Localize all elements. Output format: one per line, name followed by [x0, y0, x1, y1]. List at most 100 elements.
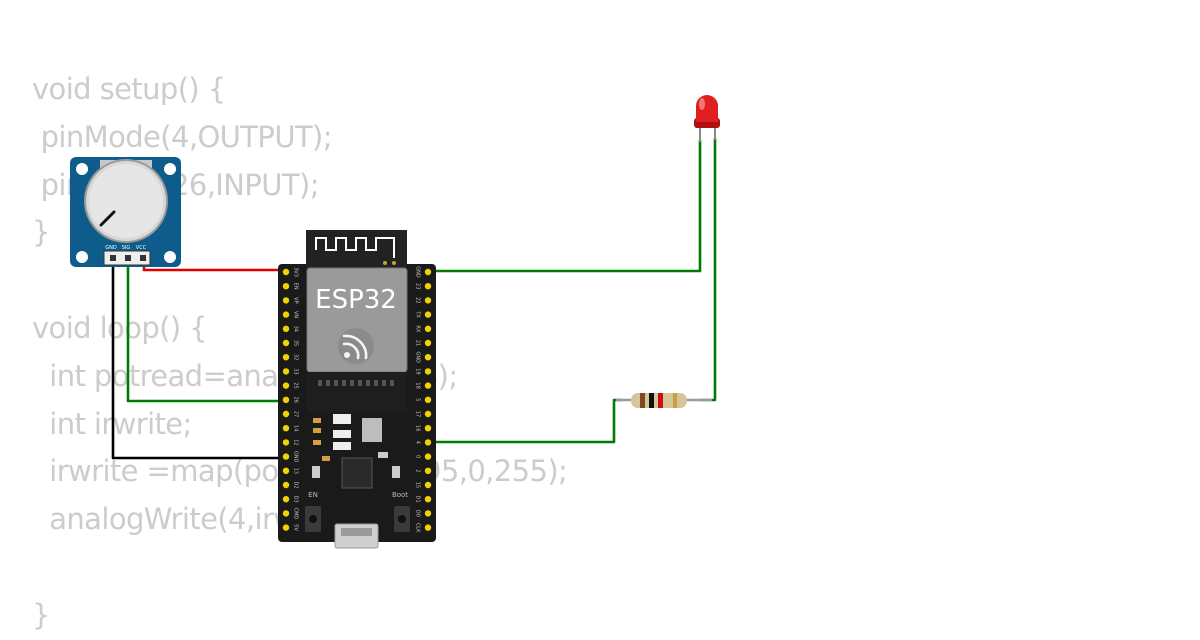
en-label: EN — [308, 491, 318, 499]
esp32-pin-left-25[interactable] — [282, 382, 290, 389]
esp32-pin-left-35[interactable] — [282, 339, 290, 347]
led-highlight — [699, 98, 705, 110]
esp32-pin-right-23[interactable] — [424, 283, 432, 290]
esp32-pin-right-18[interactable] — [424, 382, 432, 389]
esp32-pin-label-right: 4 — [415, 441, 421, 444]
esp32-pin-left-d2[interactable] — [282, 481, 290, 489]
esp32-pin-right-2[interactable] — [424, 467, 432, 474]
pot-mount-hole — [76, 163, 88, 175]
esp32-pin-right-d1[interactable] — [424, 496, 432, 503]
code-line-6: void loop() { — [32, 310, 208, 345]
esp32-pin-left-12[interactable] — [282, 439, 290, 446]
esp32-pin-left-32[interactable] — [282, 354, 290, 361]
pot-mount-hole — [164, 163, 176, 175]
resistor-band — [649, 393, 654, 408]
esp32-pin-label-right: GND — [415, 266, 421, 278]
boot-button-cap[interactable] — [398, 515, 406, 523]
voltage-regulator — [362, 418, 382, 442]
esp32-pin-left-en[interactable] — [282, 283, 290, 290]
esp32-pin-right-clk[interactable] — [424, 524, 432, 531]
pot-pin-gnd[interactable] — [110, 255, 116, 261]
esp32-pin-label-left: 34 — [293, 326, 299, 332]
wire-sig-gpio26[interactable] — [126, 258, 287, 403]
esp32-pin-left-cmd[interactable] — [282, 510, 290, 517]
pot-pin-sig[interactable] — [125, 255, 131, 261]
pot-knob[interactable] — [89, 164, 163, 238]
smd-cap — [312, 466, 320, 478]
esp32-pin-label-right: 2 — [415, 469, 421, 472]
esp32-pin-right-d0[interactable] — [424, 510, 432, 517]
esp32-pin-label-right: 16 — [415, 425, 421, 431]
esp32-pin-label-right: 22 — [415, 297, 421, 303]
esp32-pin-right-15[interactable] — [424, 481, 432, 489]
esp32-pin-right-19[interactable] — [424, 368, 432, 375]
esp32-pin-label-right: 18 — [415, 382, 421, 388]
esp32-label: ESP32 — [315, 285, 397, 315]
wire-gpio4-resistor[interactable] — [428, 398, 622, 444]
smd-chip — [333, 442, 351, 450]
esp32-pin-right-21[interactable] — [424, 339, 432, 347]
pot-mount-hole — [76, 251, 88, 263]
smd-chip — [333, 430, 351, 438]
smd-cap — [378, 452, 388, 458]
resistor-band — [658, 393, 663, 408]
esp32-pin-left-5v[interactable] — [282, 524, 290, 531]
pot-mount-hole — [164, 251, 176, 263]
pot-knob-indicator — [99, 210, 116, 227]
esp32-pin-left-gnd[interactable] — [282, 453, 290, 460]
led[interactable] — [694, 95, 720, 142]
esp32-pin-label-right: 21 — [415, 340, 421, 346]
pot-pin-vcc[interactable] — [140, 255, 146, 261]
esp32-pin-left-27[interactable] — [282, 410, 290, 418]
smd-resistor — [322, 456, 330, 461]
wire-gnd-led-cathode[interactable] — [428, 140, 702, 273]
potentiometer[interactable]: GND SIG VCC — [70, 157, 181, 267]
code-line-12: } — [32, 597, 50, 632]
esp32-pin-right-17[interactable] — [424, 410, 432, 418]
esp32-pin-label-left: CMD — [293, 508, 299, 520]
esp32-module-pads — [307, 372, 407, 412]
esp32-pin-label-left: 12 — [293, 439, 299, 445]
esp32-pin-label-right: 0 — [415, 455, 421, 458]
esp32-pin-label-right: 17 — [415, 411, 421, 417]
en-button-cap[interactable] — [309, 515, 317, 523]
esp32-pin-left-vp[interactable] — [282, 297, 290, 304]
usb-port-inner — [341, 528, 372, 536]
esp32-pin-left-13[interactable] — [282, 467, 290, 474]
boot-label: Boot — [392, 491, 408, 499]
esp32-pin-right-0[interactable] — [424, 453, 432, 460]
resistor-band — [673, 393, 677, 408]
smd-chip — [333, 414, 351, 424]
esp32-pin-right-tx[interactable] — [424, 311, 432, 318]
led-dome — [696, 95, 718, 122]
wire-gnd-gnd[interactable] — [111, 258, 287, 460]
esp32-pin-label-right: CLK — [415, 523, 421, 533]
esp32-pin-label-left: 27 — [293, 411, 299, 417]
esp32-pin-right-rx[interactable] — [424, 325, 432, 332]
esp32-pin-label-left: 35 — [293, 340, 299, 346]
esp32-pin-label-right: D1 — [415, 496, 421, 503]
esp32-pin-left-3v3[interactable] — [282, 268, 290, 276]
esp32-pin-label-left: VN — [293, 311, 299, 318]
esp32-pin-left-14[interactable] — [282, 425, 290, 432]
esp32-pin-right-22[interactable] — [424, 297, 432, 304]
esp32-pin-label-right: D0 — [415, 510, 421, 517]
esp32-pin-right-5[interactable] — [424, 396, 432, 403]
esp32-pin-label-right: 23 — [415, 283, 421, 289]
esp32-pin-right-gnd[interactable] — [424, 354, 432, 361]
esp32-pin-right-4[interactable] — [424, 439, 432, 446]
esp32-pin-left-d3[interactable] — [282, 496, 290, 503]
wire-led-anode-resistor[interactable] — [700, 138, 717, 402]
esp32-pin-left-26[interactable] — [282, 396, 290, 403]
esp32-pin-right-16[interactable] — [424, 425, 432, 432]
esp32-pin-label-left: 32 — [293, 354, 299, 360]
resistor[interactable] — [616, 393, 712, 408]
esp32-pin-label-left: 26 — [293, 397, 299, 403]
esp32-pin-right-gnd[interactable] — [424, 268, 432, 276]
esp32-pin-label-left: 33 — [293, 368, 299, 374]
esp32-pin-left-33[interactable] — [282, 368, 290, 375]
esp32-pin-left-34[interactable] — [282, 325, 290, 332]
esp32-pin-left-vn[interactable] — [282, 311, 290, 318]
